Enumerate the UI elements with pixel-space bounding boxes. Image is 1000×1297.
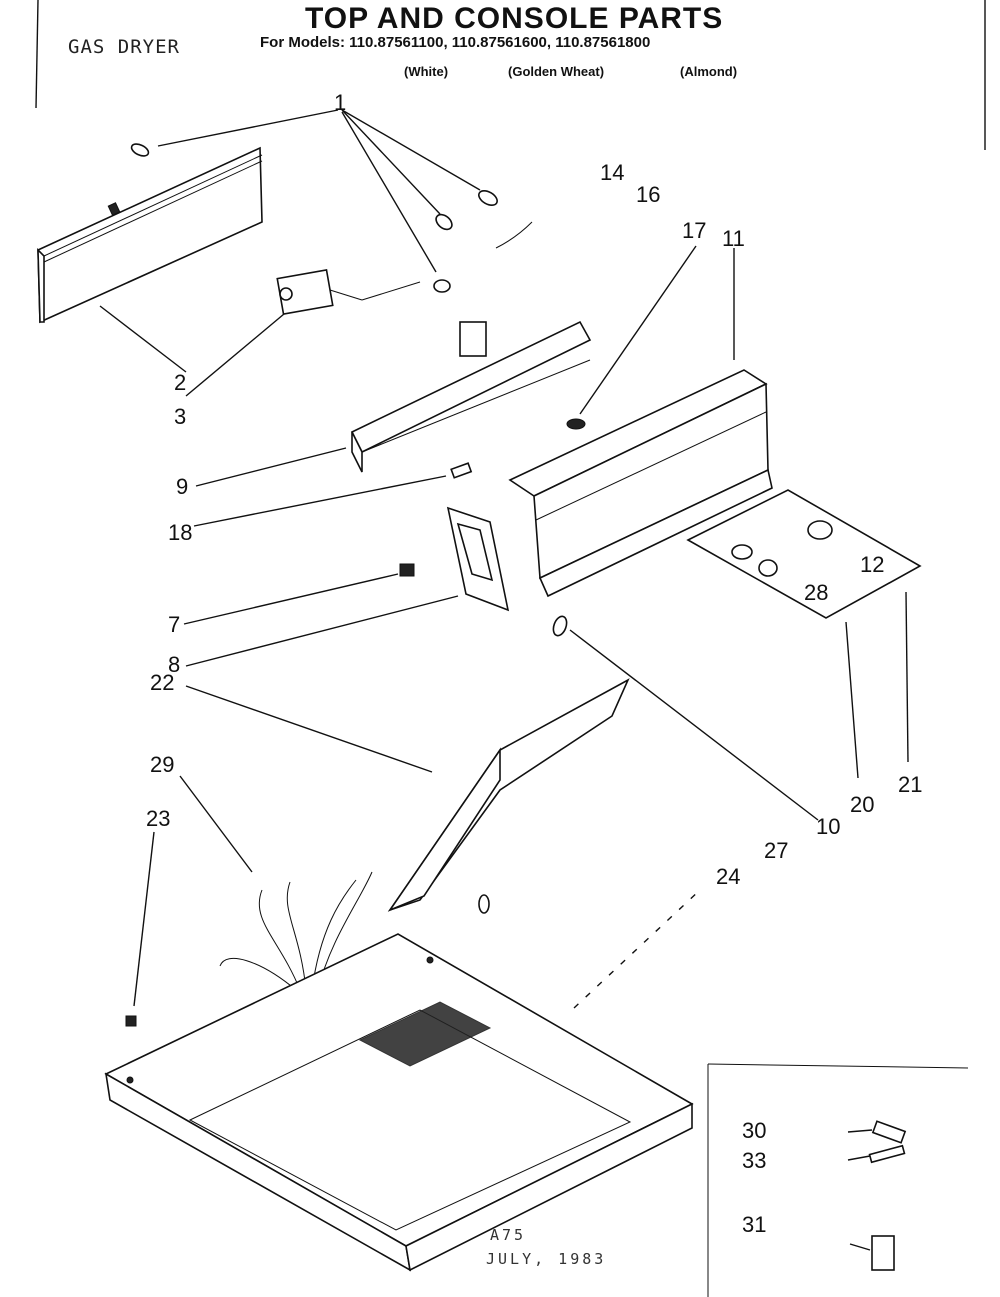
callout-17: 17 — [682, 218, 706, 243]
callout-23: 23 — [146, 806, 170, 831]
leader-lines — [99, 109, 909, 1251]
callout-numbers: 1 2 3 7 8 9 10 11 12 14 16 17 18 20 21 2… — [146, 90, 922, 1237]
part-7-clip — [399, 563, 415, 577]
inset-top-border — [707, 1063, 969, 1069]
callout-21: 21 — [898, 772, 922, 797]
small-hardware — [125, 143, 586, 1027]
part-12-bracket — [686, 489, 922, 619]
callout-10: 10 — [816, 814, 840, 839]
color-white: (White) — [404, 64, 449, 79]
callout-18: 18 — [168, 520, 192, 545]
part-2-panel — [37, 146, 263, 324]
footer-date: JULY, 1983 — [486, 1250, 607, 1268]
callout-8: 8 — [168, 652, 180, 677]
callout-11: 11 — [722, 226, 745, 251]
callout-14: 14 — [600, 160, 624, 185]
callout-31: 31 — [742, 1212, 766, 1237]
callout-27: 27 — [764, 838, 788, 863]
callout-9: 9 — [176, 474, 188, 499]
callout-1: 1 — [334, 90, 346, 115]
part-11-console — [508, 369, 773, 598]
product-label: GAS DRYER — [68, 36, 180, 58]
part-22-duct — [387, 678, 630, 912]
part-9-rail — [350, 320, 592, 473]
callout-7: 7 — [168, 612, 180, 637]
callout-24: 24 — [716, 864, 740, 889]
callout-29: 29 — [150, 752, 174, 777]
callout-12: 12 — [860, 552, 884, 577]
callout-22: 22 — [150, 670, 174, 695]
model-numbers: For Models: 110.87561100, 110.87561600, … — [260, 34, 651, 51]
color-almond: (Almond) — [680, 64, 738, 79]
color-golden-wheat: (Golden Wheat) — [508, 64, 605, 79]
part-18-pin — [450, 462, 473, 479]
callout-28: 28 — [804, 580, 828, 605]
dryer-top — [104, 933, 694, 1272]
diagram-title: TOP AND CONSOLE PARTS — [305, 2, 724, 35]
callout-16: 16 — [636, 182, 660, 207]
inset-parts — [868, 1120, 907, 1271]
footer-code: A75 — [490, 1226, 527, 1244]
callout-33: 33 — [742, 1148, 766, 1173]
part-3-switch — [276, 269, 421, 315]
left-border-mark — [35, 0, 39, 109]
callout-30: 30 — [742, 1118, 766, 1143]
callout-2: 2 — [174, 370, 186, 395]
part-8-bracket — [446, 506, 510, 612]
callout-3: 3 — [174, 404, 186, 429]
callout-20: 20 — [850, 792, 874, 817]
